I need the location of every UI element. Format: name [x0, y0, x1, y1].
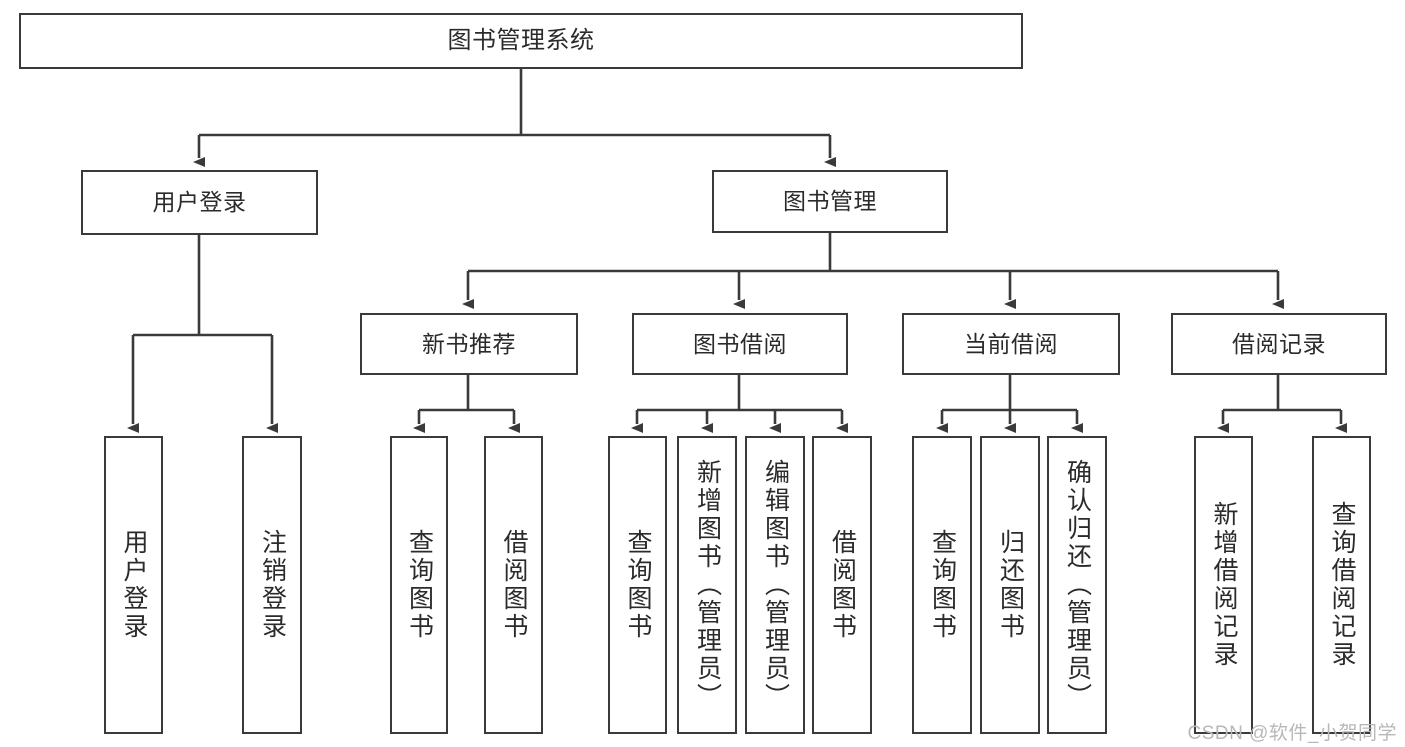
node-leaf-confirm-return[interactable]: 确认归还（管理员）	[1047, 436, 1107, 734]
node-label: 用户登录	[120, 529, 148, 641]
node-leaf-query-book-2[interactable]: 查询图书	[608, 436, 667, 734]
node-label: 确认归还（管理员）	[1063, 459, 1092, 711]
node-label: 归还图书	[996, 529, 1025, 641]
node-label: 图书管理	[783, 188, 877, 215]
node-label: 借阅图书	[500, 529, 528, 641]
node-label: 注销登录	[258, 529, 287, 641]
node-label: 借阅图书	[828, 529, 857, 641]
node-label: 图书借阅	[693, 330, 787, 357]
node-label: 查询图书	[928, 529, 957, 641]
node-label: 查询图书	[624, 529, 652, 641]
node-new-book-recommend[interactable]: 新书推荐	[360, 313, 578, 375]
node-leaf-add-book[interactable]: 新增图书（管理员）	[677, 436, 737, 734]
node-leaf-edit-book[interactable]: 编辑图书（管理员）	[745, 436, 805, 734]
csdn-watermark: CSDN @软件_小贺同学	[1187, 723, 1397, 744]
node-leaf-user-login[interactable]: 用户登录	[104, 436, 163, 734]
node-label: 查询借阅记录	[1328, 501, 1356, 669]
node-label: 查询图书	[405, 529, 434, 641]
node-leaf-borrow-book-2[interactable]: 借阅图书	[812, 436, 872, 734]
node-user-login[interactable]: 用户登录	[81, 170, 318, 235]
node-label: 借阅记录	[1232, 330, 1326, 357]
node-leaf-add-record[interactable]: 新增借阅记录	[1194, 436, 1253, 734]
node-leaf-query-record[interactable]: 查询借阅记录	[1312, 436, 1371, 734]
node-label: 新书推荐	[422, 330, 516, 357]
node-label: 当前借阅	[964, 330, 1058, 357]
node-borrow-record[interactable]: 借阅记录	[1171, 313, 1387, 375]
node-label: 图书管理系统	[447, 27, 595, 55]
node-root-system[interactable]: 图书管理系统	[19, 13, 1023, 69]
node-book-borrow[interactable]: 图书借阅	[632, 313, 848, 375]
node-label: 新增借阅记录	[1210, 501, 1238, 669]
node-leaf-return-book[interactable]: 归还图书	[980, 436, 1040, 734]
node-current-borrow[interactable]: 当前借阅	[902, 313, 1120, 375]
node-leaf-query-book-1[interactable]: 查询图书	[390, 436, 448, 734]
node-book-management[interactable]: 图书管理	[712, 170, 948, 233]
node-label: 编辑图书（管理员）	[761, 459, 790, 711]
node-leaf-query-book-3[interactable]: 查询图书	[912, 436, 972, 734]
node-leaf-borrow-book-1[interactable]: 借阅图书	[484, 436, 543, 734]
node-leaf-user-logout[interactable]: 注销登录	[242, 436, 302, 734]
node-label: 新增图书（管理员）	[693, 459, 722, 711]
node-label: 用户登录	[152, 189, 247, 216]
